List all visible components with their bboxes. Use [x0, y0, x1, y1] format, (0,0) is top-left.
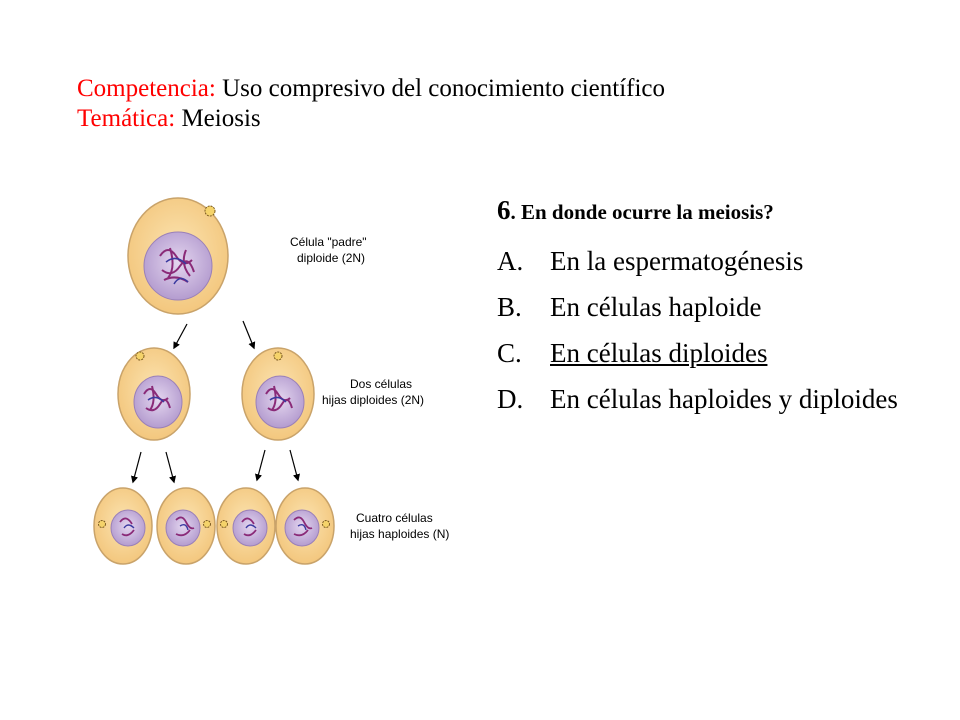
- haploid-cell: [93, 487, 153, 565]
- daughter-cell: [241, 347, 315, 441]
- haploid-cell: [156, 487, 216, 565]
- competencia-value: Uso compresivo del conocimiento científi…: [215, 75, 666, 102]
- parent-cell: [127, 197, 229, 315]
- arrow: [173, 323, 188, 350]
- option-b[interactable]: B. En células haploide: [497, 292, 917, 323]
- meiosis-diagram: Célula "padre" diploide (2N) Dos células…: [93, 197, 449, 565]
- option-letter: A.: [497, 246, 524, 276]
- question: 6. En donde ocurre la meiosis?: [497, 195, 774, 226]
- answer-options: A. En la espermatogénesis B. En células …: [497, 246, 917, 430]
- option-d[interactable]: D. En células haploides y diploides: [497, 384, 917, 415]
- option-letter: B.: [497, 292, 522, 322]
- parent-label-2: diploide (2N): [297, 251, 365, 265]
- arrow: [131, 451, 142, 484]
- tematica-line: Temática: Meiosis: [77, 104, 665, 134]
- haploid-label-2: hijas haploides (N): [350, 527, 449, 541]
- arrow: [289, 449, 300, 482]
- question-text: . En donde ocurre la meiosis?: [510, 200, 774, 224]
- header: Competencia: Uso compresivo del conocimi…: [77, 74, 665, 134]
- competencia-label: Competencia:: [77, 75, 216, 102]
- haploid-cell: [275, 487, 335, 565]
- arrow: [165, 451, 176, 484]
- option-letter: D.: [497, 384, 524, 414]
- parent-label-1: Célula "padre": [290, 235, 367, 249]
- arrow: [255, 449, 266, 482]
- option-letter: C.: [497, 338, 522, 368]
- tematica-value: Meiosis: [175, 105, 261, 132]
- question-number: 6: [497, 195, 511, 225]
- option-text: En la espermatogénesis: [550, 246, 804, 276]
- haploid-label-1: Cuatro células: [356, 511, 433, 525]
- tematica-label: Temática:: [77, 105, 176, 132]
- option-text: En células diploides: [550, 338, 768, 368]
- arrow: [242, 320, 256, 350]
- option-text: En células haploides y diploides: [550, 384, 898, 414]
- option-text: En células haploide: [550, 292, 762, 322]
- daughters-label-2: hijas diploides (2N): [322, 393, 424, 407]
- competencia-line: Competencia: Uso compresivo del conocimi…: [77, 74, 665, 104]
- haploid-cell: [216, 487, 276, 565]
- option-a[interactable]: A. En la espermatogénesis: [497, 246, 917, 277]
- daughters-label-1: Dos células: [350, 377, 412, 391]
- option-c[interactable]: C. En células diploides: [497, 338, 917, 369]
- daughter-cell: [117, 347, 191, 441]
